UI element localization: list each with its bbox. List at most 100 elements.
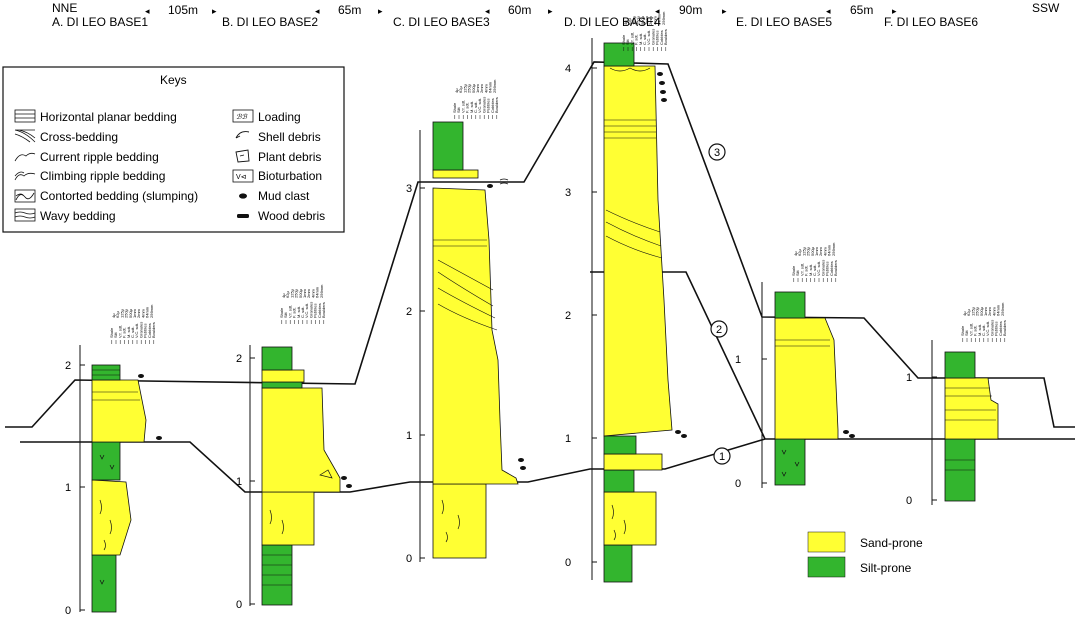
grain-scale-label: Boulders <box>1002 320 1007 336</box>
section-a: 0 1 2 <box>65 345 162 617</box>
marker-1-label: 1 <box>719 451 725 463</box>
distance-label: 65m <box>850 3 873 17</box>
grain-scale-label: Granules <box>481 97 486 113</box>
grain-scale-label: C. sdt. <box>812 264 817 276</box>
grain-scale-size: 4mm <box>483 83 488 93</box>
grain-scale-label: C. sdt. <box>642 33 647 45</box>
direction-ssw: SSW <box>1032 1 1060 15</box>
marker-2-label: 2 <box>716 324 722 336</box>
distance-e-f: ◂ 65m ▸ <box>826 3 897 17</box>
grain-scale-size: 2mm <box>818 246 823 256</box>
grain-scale-size: 4mm <box>140 308 145 318</box>
distance-label: 60m <box>508 3 531 17</box>
axis-d-tick: 1 <box>565 433 571 445</box>
grain-scale-label: Shale <box>279 307 284 318</box>
marker-1-line <box>20 438 1075 493</box>
grain-scale-size: 500μ <box>979 306 984 316</box>
grain-scale-size: 500μ <box>298 288 303 298</box>
grain-scale-size: 256mm <box>831 242 836 256</box>
grain-scale-label: Cobbles <box>829 261 834 276</box>
grain-scale-label: Granules <box>989 320 994 336</box>
grain-scale-label: Silt <box>795 270 800 276</box>
grain-scale-size: 250μ <box>294 288 299 298</box>
grain-scale-label: Granules <box>138 322 143 338</box>
grain-scale-size: 4μ <box>962 311 967 316</box>
legend-swatch-sand <box>807 531 846 553</box>
arrow-right-icon: ▸ <box>212 6 217 16</box>
grain-scale-size: 64mm <box>488 81 493 93</box>
arrow-left-icon: ◂ <box>485 6 490 16</box>
key-contorted-bedding: Contorted bedding (slumping) <box>40 189 198 203</box>
grain-scale-label: Pebbles <box>313 304 318 318</box>
grain-scale-label: V.f. sdt. <box>287 305 292 318</box>
grain-scale-size: 256mm <box>319 284 324 298</box>
grain-scale-size: 62μ <box>458 86 463 93</box>
grain-scale-label: Silt <box>964 330 969 336</box>
section-title-e: E. DI LEO BASE5 <box>736 15 832 29</box>
grain-scale-size: 1mm <box>475 83 480 93</box>
arrow-left-icon: ◂ <box>145 6 150 16</box>
grain-scale-label: V.C. sdt. <box>646 30 651 45</box>
contorted-bedding-icon <box>14 189 36 203</box>
arrow-right-icon: ▸ <box>378 6 383 16</box>
marker-1: 1 <box>713 447 731 465</box>
arrow-left-icon: ◂ <box>655 6 660 16</box>
grain-scale-label: M. sdt. <box>808 264 813 276</box>
header: NNE SSW A. DI LEO BASE1 B. DI LEO BASE2 … <box>52 1 1060 29</box>
grain-scale-size: 500μ <box>640 15 645 25</box>
grain-scale-label: Shale <box>791 265 796 276</box>
horizontal-bedding-icon <box>14 109 36 123</box>
axis-c-tick: 0 <box>406 553 412 565</box>
axis-d-tick: 4 <box>565 63 571 75</box>
marker-3: 3 <box>708 143 726 161</box>
grain-scale-label: Granules <box>308 302 313 318</box>
grain-scale-label: Boulders <box>833 260 838 276</box>
grain-scale-label: F. sdt. <box>465 102 470 113</box>
grain-scale-label: C. sdt. <box>981 324 986 336</box>
grain-scale-size: 4μ <box>793 251 798 256</box>
arrow-left-icon: ◂ <box>315 6 320 16</box>
grain-scale-size: 1mm <box>132 308 137 318</box>
grain-scale-label: F. sdt. <box>122 327 127 338</box>
grain-scale-size: 64mm <box>996 304 1001 316</box>
grain-scale-size: 500μ <box>471 83 476 93</box>
grain-scale-size: 4mm <box>822 246 827 256</box>
grain-scale-label: M. sdt. <box>469 101 474 113</box>
grain-scale-size: 256mm <box>492 79 497 93</box>
grain-scale-size: 64mm <box>145 306 150 318</box>
section-title-f: F. DI LEO BASE6 <box>884 15 978 29</box>
grain-scale-size: 4μ <box>623 20 628 25</box>
grain-scale-size: 250μ <box>806 246 811 256</box>
distance-label: 90m <box>679 3 702 17</box>
axis-c-tick: 3 <box>406 183 412 195</box>
axis-d-tick: 0 <box>565 557 571 569</box>
marker-2: 2 <box>710 320 728 338</box>
grain-scale-size: 1mm <box>983 306 988 316</box>
loading-icon: ℬℬ <box>232 109 254 123</box>
grain-scale-size: 64mm <box>657 13 662 25</box>
grain-scale-size: 4mm <box>652 15 657 25</box>
section-title-a: A. DI LEO BASE1 <box>52 15 148 29</box>
plant-debris-icon <box>235 149 250 163</box>
key-loading: Loading <box>258 110 301 124</box>
key-plant-debris: Plant debris <box>258 150 321 164</box>
grain-scale-size: 1mm <box>302 288 307 298</box>
grain-scale-label: F. sdt. <box>973 325 978 336</box>
grain-scale-label: Cobbles <box>147 323 152 338</box>
grain-scale-label: Shale <box>960 325 965 336</box>
key-wood-debris: Wood debris <box>258 209 325 223</box>
svg-text:V⊲: V⊲ <box>236 174 247 181</box>
grain-scale-size: 4μ <box>454 88 459 93</box>
grain-scale-size: 256mm <box>1000 302 1005 316</box>
grain-scale-label: F. sdt. <box>292 307 297 318</box>
grain-scale-size: 1mm <box>814 246 819 256</box>
key-cross-bedding: Cross-bedding <box>40 130 118 144</box>
grain-scale-label: Cobbles <box>998 321 1003 336</box>
grain-scale-label: Silt <box>625 39 630 45</box>
key-bioturbation: Bioturbation <box>258 169 322 183</box>
grain-scale-label: V.f. sdt. <box>968 323 973 336</box>
axis-b-tick: 0 <box>236 599 242 611</box>
grain-scale-size: 125μ <box>801 246 806 256</box>
